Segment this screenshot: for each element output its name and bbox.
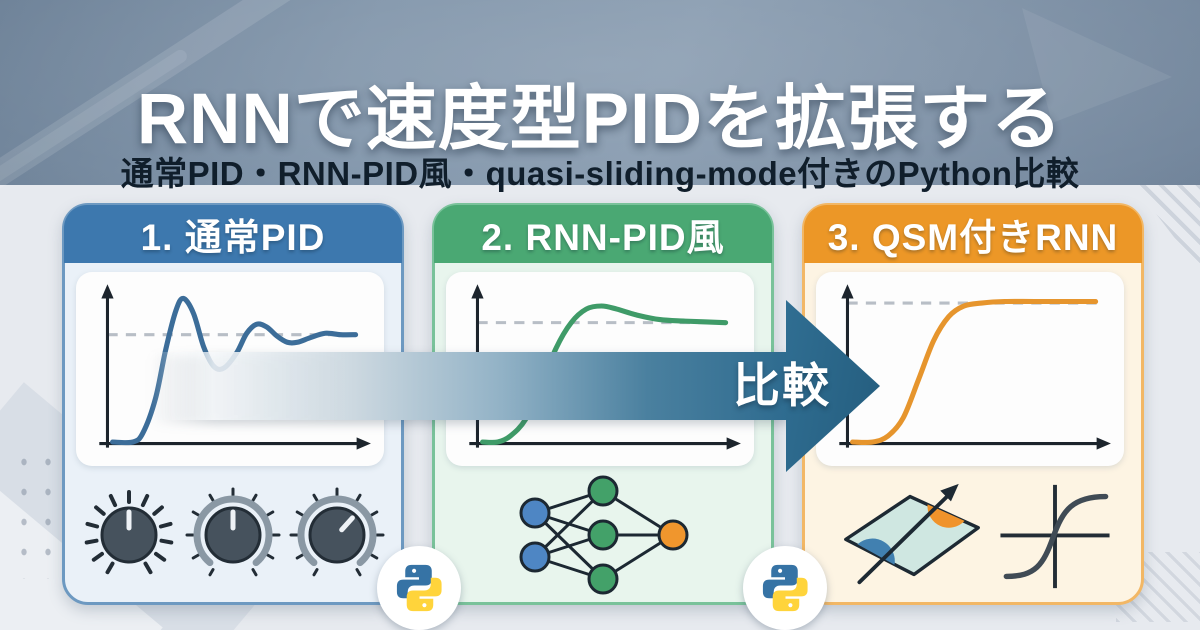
x-axis-arrowhead	[356, 437, 371, 450]
card-normal-pid-title: 1. 通常PID	[140, 217, 326, 258]
python-logo-icon	[762, 564, 808, 612]
knob-icon	[84, 490, 174, 575]
step-response-chart	[839, 284, 1111, 450]
x-axis-arrowhead	[726, 437, 741, 450]
page-subtitle: 通常PID・RNN-PID風・quasi-sliding-mode付きのPyth…	[120, 155, 1080, 192]
card-rnn-pid-header: 2. RNN-PID風	[434, 205, 772, 263]
response-curve	[480, 303, 729, 446]
python-badge	[743, 546, 827, 630]
saturation-icon	[1000, 484, 1110, 589]
response-curve	[850, 298, 1099, 446]
comparison-arrow-label: 比較	[733, 359, 831, 412]
neural-network-icon	[519, 475, 689, 595]
knob-icon	[185, 487, 281, 577]
y-axis-arrowhead	[841, 284, 854, 299]
card-qsm-rnn: 3. QSM付きRNN	[802, 203, 1144, 605]
content-area: 1. 通常PID 2. RNN-PID風	[0, 185, 1200, 630]
page-title: RNNで速度型PIDを拡張する	[136, 79, 1064, 159]
x-axis-arrowhead	[1096, 437, 1111, 450]
card-qsm-rnn-header: 3. QSM付きRNN	[804, 205, 1142, 263]
dot-grid-deco	[12, 447, 70, 579]
sliding-surface-icon	[844, 483, 980, 585]
step-response-plot-qsm	[816, 272, 1124, 466]
python-badge	[377, 546, 461, 630]
pid-gain-knobs	[65, 472, 401, 598]
card-rnn-pid-title: 2. RNN-PID風	[481, 217, 725, 258]
y-axis-arrowhead	[471, 284, 484, 299]
comparison-arrow-shaft	[150, 352, 788, 420]
y-axis-arrowhead	[101, 284, 114, 299]
neural-network-diagram	[435, 472, 771, 598]
card-normal-pid-header: 1. 通常PID	[64, 205, 402, 263]
qsm-icons	[805, 472, 1141, 598]
card-qsm-rnn-title: 3. QSM付きRNN	[827, 217, 1119, 258]
knob-icon	[289, 487, 385, 577]
python-logo-icon	[396, 564, 442, 612]
banner: RNNで速度型PIDを拡張する 通常PID・RNN-PID風・quasi-sli…	[0, 0, 1200, 222]
